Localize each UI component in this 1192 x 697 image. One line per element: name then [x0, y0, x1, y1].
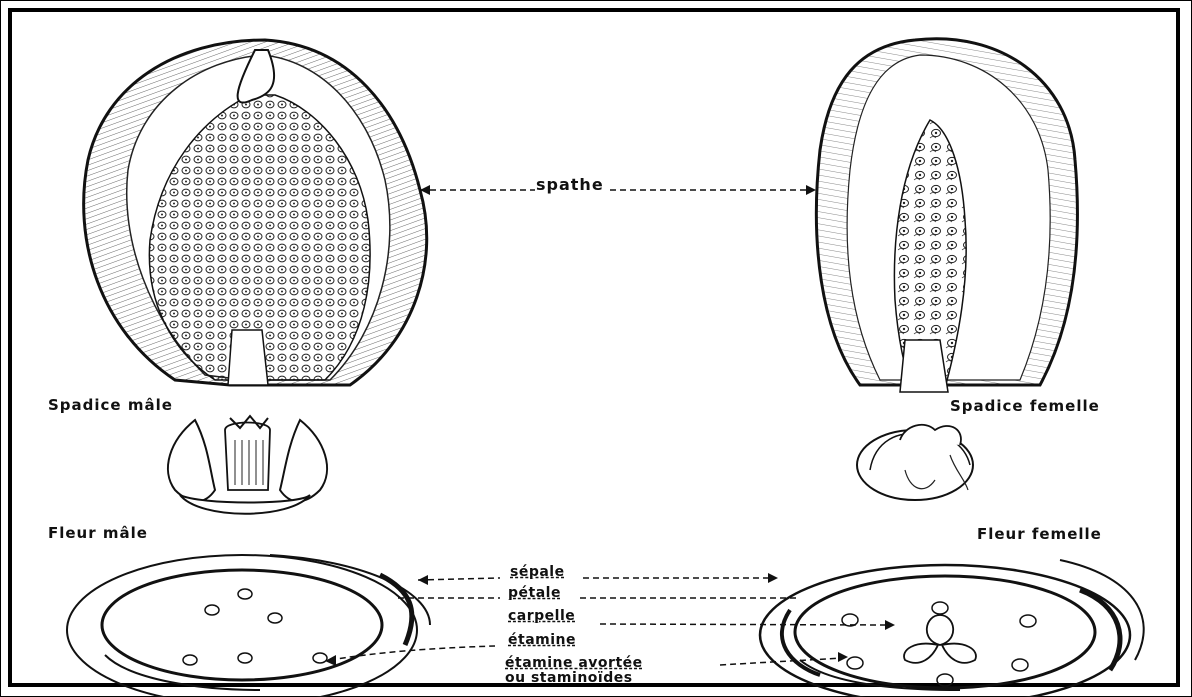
label-sepale: sépale: [510, 564, 565, 580]
label-etamine: étamine: [508, 632, 576, 648]
label-fleur-femelle: Fleur femelle: [977, 525, 1102, 543]
label-spadice-femelle: Spadice femelle: [950, 397, 1100, 415]
label-fleur-male: Fleur mâle: [48, 524, 148, 542]
label-carpelle: carpelle: [508, 608, 575, 624]
female-spadix-drawing: [816, 39, 1077, 392]
male-floral-diagram: [67, 555, 430, 697]
label-petale: pétale: [508, 585, 561, 601]
female-flower-drawing: [857, 425, 973, 500]
male-flower-drawing: [168, 416, 327, 514]
label-etamine-avortee: étamine avortée: [505, 655, 643, 671]
label-staminoides: ou staminoïdes: [505, 670, 633, 686]
male-spadix-drawing: [84, 40, 427, 385]
label-spadice-male: Spadice mâle: [48, 396, 173, 414]
label-spathe: spathe: [536, 175, 604, 194]
spathe-leader-lines: [420, 185, 816, 195]
female-floral-diagram: [760, 560, 1144, 697]
